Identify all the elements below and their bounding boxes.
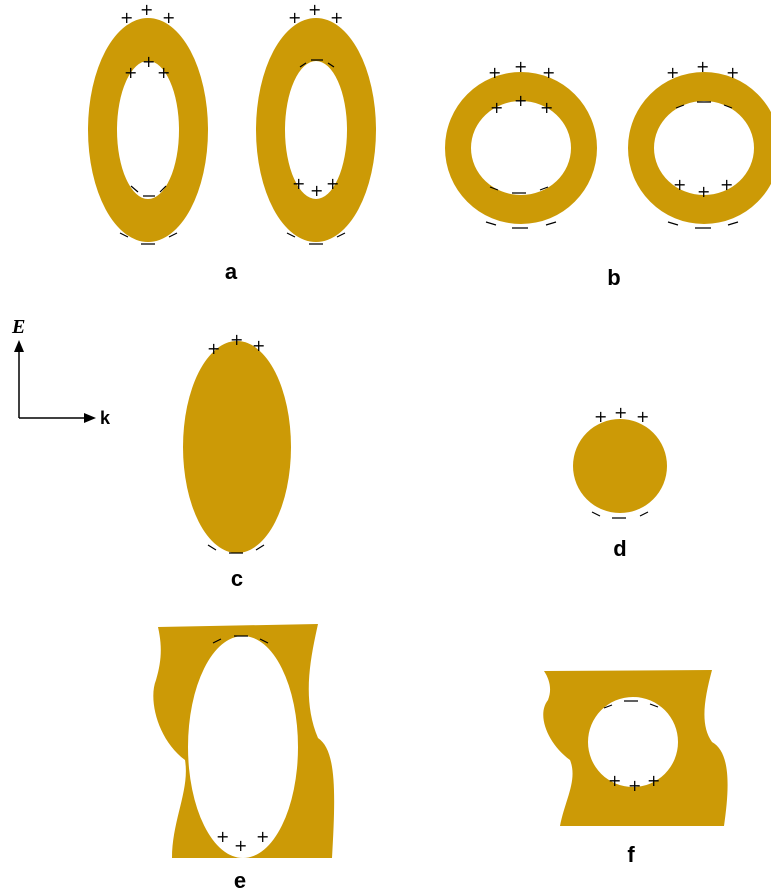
plus-sign: + xyxy=(697,182,710,201)
plus-sign: + xyxy=(288,8,301,27)
plus-sign: + xyxy=(216,827,229,846)
plus-sign: + xyxy=(292,174,305,193)
plus-sign: + xyxy=(326,174,339,193)
solid-disk-d xyxy=(573,419,667,513)
plus-sign: + xyxy=(162,8,175,27)
panel-d: + + + d xyxy=(573,403,667,561)
ring-a2 xyxy=(256,18,376,242)
plus-sign: + xyxy=(726,63,739,82)
plus-sign: + xyxy=(488,63,501,82)
panel-a: + + + + + + + + + + + + a xyxy=(88,0,376,284)
panel-f: + + + f xyxy=(543,670,727,867)
plus-sign: + xyxy=(140,0,153,19)
plus-sign: + xyxy=(120,8,133,27)
block-f xyxy=(543,670,727,826)
axis-label-k: k xyxy=(100,408,111,428)
plus-sign: + xyxy=(673,175,686,194)
plus-sign: + xyxy=(542,63,555,82)
panel-label-f: f xyxy=(627,842,635,867)
plus-sign: + xyxy=(514,57,527,76)
plus-sign: + xyxy=(647,771,660,790)
plus-sign: + xyxy=(256,827,269,846)
plus-sign: + xyxy=(614,403,627,422)
panel-label-e: e xyxy=(234,868,246,892)
ring-b2 xyxy=(628,72,771,224)
plus-sign: + xyxy=(330,8,343,27)
plus-sign: + xyxy=(696,57,709,76)
plus-sign: + xyxy=(608,771,621,790)
panel-e: + + + e xyxy=(153,624,334,892)
plus-sign: + xyxy=(124,63,137,82)
axes: E k xyxy=(11,316,111,428)
plus-sign: + xyxy=(230,330,243,349)
axis-label-e: E xyxy=(11,316,25,338)
plus-sign: + xyxy=(666,63,679,82)
panel-label-d: d xyxy=(613,536,626,561)
plus-sign: + xyxy=(540,98,553,117)
plus-sign: + xyxy=(252,336,265,355)
plus-sign: + xyxy=(308,0,321,19)
plus-sign: + xyxy=(207,339,220,358)
plus-sign: + xyxy=(514,91,527,110)
plus-sign: + xyxy=(142,52,155,71)
panel-label-c: c xyxy=(231,566,243,591)
plus-sign: + xyxy=(594,407,607,426)
plus-sign: + xyxy=(310,181,323,200)
panel-label-b: b xyxy=(607,265,620,290)
plus-sign: + xyxy=(628,776,641,795)
panel-b: + + + + + + + + + + + + b xyxy=(445,57,771,290)
plus-sign: + xyxy=(490,98,503,117)
k-arrow-head xyxy=(84,413,96,423)
block-e xyxy=(153,624,334,858)
panel-c: + + + c xyxy=(183,330,291,591)
e-arrow-head xyxy=(14,340,24,352)
solid-ellipse-c xyxy=(183,341,291,553)
plus-sign: + xyxy=(234,836,247,855)
plus-sign: + xyxy=(157,63,170,82)
plus-sign: + xyxy=(720,175,733,194)
panel-label-a: a xyxy=(225,259,238,284)
plus-sign: + xyxy=(636,407,649,426)
